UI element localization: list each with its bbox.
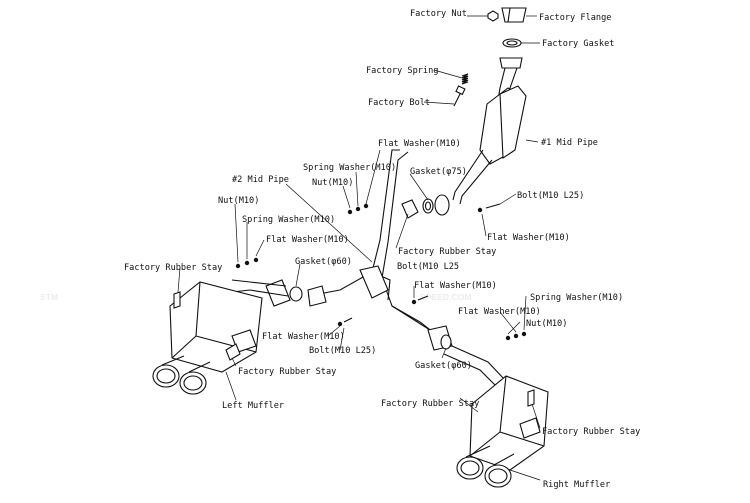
factory-nut (487, 10, 499, 22)
factory-rubber-stay-right (527, 389, 535, 407)
label-factory-rubber-stay-right: Factory Rubber Stay (542, 427, 640, 437)
label-flat-washer-right: Flat Washer(M10) (487, 233, 570, 243)
mid-pipe-2 (307, 149, 439, 337)
label-flat-washer-left: Flat Washer(M10) (266, 235, 349, 245)
factory-bolt (453, 85, 466, 107)
label-flat-washer-lower: Flat Washer(M10) (262, 332, 345, 342)
label-spring-washer-right: Spring Washer(M10) (530, 293, 623, 303)
factory-rubber-stay-lower-left (225, 343, 241, 361)
label-gasket-60-right: Gasket(φ60) (415, 361, 472, 371)
label-left-muffler: Left Muffler (222, 401, 284, 411)
label-factory-spring: Factory Spring (366, 66, 438, 76)
label-factory-bolt: Factory Bolt (368, 98, 430, 108)
label-gasket-60-left: Gasket(φ60) (295, 257, 352, 267)
hardware (235, 203, 527, 341)
label-gasket-75: Gasket(φ75) (410, 167, 467, 177)
watermark-sub: SPEED.COM (420, 292, 472, 302)
factory-gasket (502, 38, 522, 48)
label-bolt-upper: Bolt(M10 L25) (517, 191, 584, 201)
label-mid-pipe-2: #2 Mid Pipe (232, 175, 289, 185)
label-mid-pipe-1: #1 Mid Pipe (541, 138, 598, 148)
watermark-brand: STM (40, 292, 58, 302)
label-flat-washer-upper: Flat Washer(M10) (378, 139, 461, 149)
label-right-muffler: Right Muffler (543, 480, 610, 490)
flange-center-right (427, 325, 506, 387)
label-factory-rubber-stay-left: Factory Rubber Stay (124, 263, 222, 273)
factory-rubber-stay-left (173, 291, 181, 309)
factory-spring (461, 73, 469, 85)
leader-lines (177, 15, 541, 481)
label-nut-upper: Nut(M10) (312, 178, 353, 188)
label-flat-washer-center-right: Flat Washer(M10) (458, 307, 541, 317)
flange-left (231, 279, 303, 307)
left-muffler (152, 281, 263, 395)
label-factory-nut: Factory Nut (410, 9, 467, 19)
label-bolt-lower: Bolt(M10 L25) (309, 346, 376, 356)
label-spring-washer-upper: Spring Washer(M10) (303, 163, 396, 173)
label-factory-rubber-stay-center: Factory Rubber Stay (398, 247, 496, 257)
label-factory-flange: Factory Flange (539, 13, 611, 23)
label-factory-rubber-stay-lower-left: Factory Rubber Stay (238, 367, 336, 377)
label-bolt-center: Bolt(M10 L25 (397, 262, 459, 272)
flange-upper (422, 194, 450, 216)
label-nut-left: Nut(M10) (218, 196, 259, 206)
mid-pipe-1 (452, 57, 527, 205)
label-nut-right: Nut(M10) (526, 319, 567, 329)
label-factory-rubber-stay-lower-right: Factory Rubber Stay (381, 399, 479, 409)
label-factory-gasket: Factory Gasket (542, 39, 614, 49)
label-flat-washer-center: Flat Washer(M10) (414, 281, 497, 291)
label-spring-washer-left: Spring Washer(M10) (242, 215, 335, 225)
factory-flange (501, 7, 527, 23)
callout-labels: Factory Nut Factory Flange Factory Gaske… (124, 9, 640, 490)
